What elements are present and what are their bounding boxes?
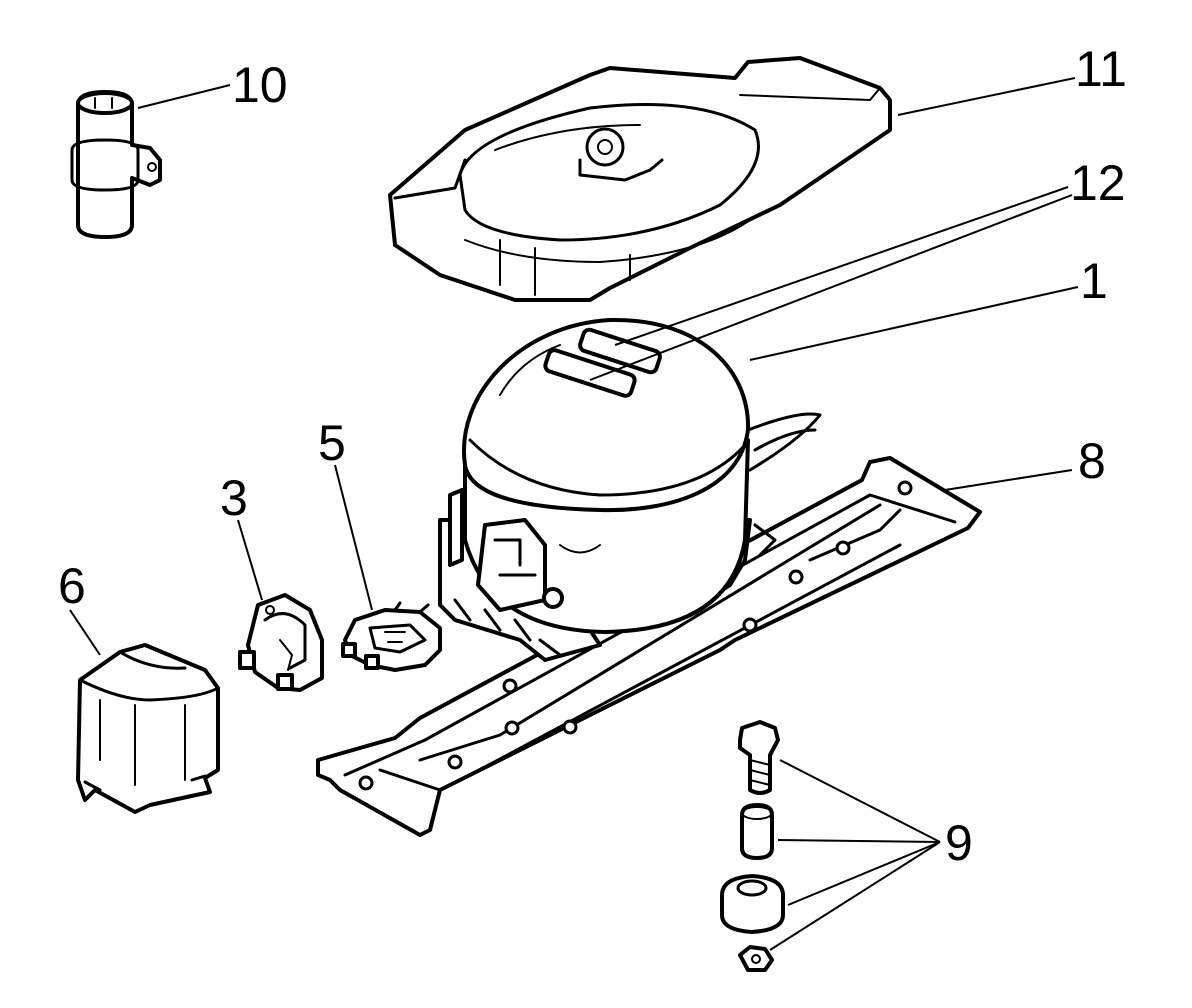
part-5-starting-relay [341,601,442,672]
callout-12: 12 [1070,155,1126,211]
callout-8: 8 [1078,433,1106,489]
part-1-compressor [438,317,822,662]
part-6-terminal-cover [76,643,220,814]
callout-3: 3 [220,470,248,526]
part-10-capacitor [70,90,162,239]
part-11-drip-tray [388,56,892,302]
part-9-mounting-hardware [720,720,785,972]
leader-lines [69,77,1079,951]
callout-6: 6 [58,558,86,614]
callout-labels: 10 11 12 1 8 5 3 6 9 [58,41,1127,871]
callout-9: 9 [945,815,973,871]
callout-11: 11 [1075,41,1127,97]
part-3-overload-protector [238,593,324,692]
callout-5: 5 [318,415,346,471]
callout-1: 1 [1080,253,1108,309]
callout-10: 10 [232,57,288,113]
